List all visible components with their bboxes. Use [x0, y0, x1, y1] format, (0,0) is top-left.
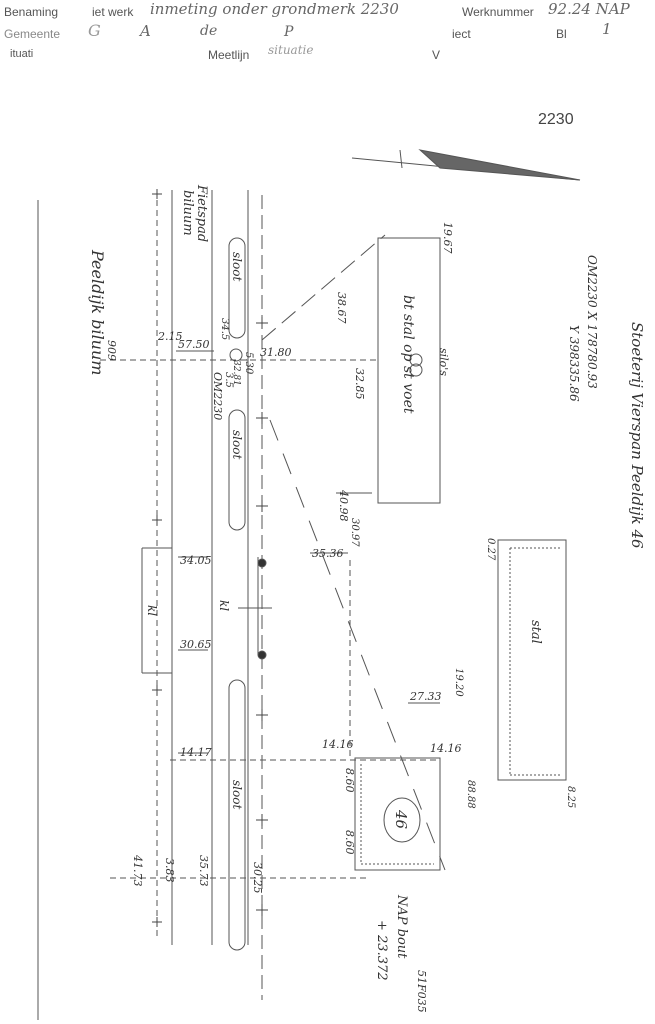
dim-88-88: 88.88: [465, 780, 476, 809]
dim-34-05: 34.05: [180, 554, 212, 567]
value-werknummer: 92.24 NAP: [548, 0, 630, 18]
dim-38-67: 38.67: [335, 292, 348, 324]
value-gemeente-3: de: [200, 23, 218, 39]
dim-0-27: 0.27: [485, 538, 496, 561]
dim-57-50: 57.50: [178, 338, 210, 351]
label-blad: Bl: [556, 27, 567, 41]
dim-19-20: 19.20: [453, 668, 464, 697]
km-label: kl: [145, 605, 159, 616]
sloot-label-1: sloot: [230, 252, 244, 281]
label-v: V: [432, 48, 441, 62]
sloot-label-3: sloot: [230, 780, 244, 809]
dim-19-67: 19.67: [441, 222, 454, 254]
label-werk: iet werk: [92, 5, 134, 19]
label-meetlijn: Meetlijn: [208, 48, 250, 62]
dim-14-16-a: 14.16: [322, 738, 354, 751]
value-gemeente-2: A: [140, 22, 151, 40]
dim-3-5: 3.5: [223, 372, 234, 388]
dim-3-83: 3.83: [163, 858, 176, 883]
sloot-label-2: sloot: [230, 430, 244, 459]
label-sectie: iect: [452, 27, 471, 41]
dim-5-30: 5.30: [243, 352, 254, 375]
dim-32-85: 32.85: [353, 368, 366, 400]
label-gemeente: Gemeente: [4, 27, 61, 41]
dim-32-81: 32.81: [231, 360, 241, 386]
address-line: Stoeterij Vierspan Peeldijk 46: [628, 322, 646, 549]
om-label: OM2230: [211, 372, 224, 420]
dim-2-15: 2.15: [157, 330, 183, 343]
value-blad: 1: [602, 20, 612, 38]
dim-8-60-a: 8.60: [343, 768, 356, 793]
dim-30-65: 30.65: [180, 638, 212, 651]
dim-14-17: 14.17: [180, 746, 212, 759]
building-label: bt stal op st voet: [400, 295, 416, 414]
dim-27-33: 27.33: [409, 690, 442, 703]
dim-14-16-b: 14.16: [430, 742, 462, 755]
house-number: 46: [392, 809, 410, 830]
road-label: Peeldijk biluum: [88, 249, 107, 375]
label-situatie: ituati: [10, 48, 34, 60]
dim-909: 909: [105, 340, 118, 361]
dim-34-5: 34.5: [219, 318, 230, 340]
value-werk: inmeting onder grondmerk 2230: [150, 0, 399, 18]
coordinates-y: Y 398335.86: [567, 325, 581, 402]
dim-41-73: 41.73: [131, 854, 144, 887]
dim-30-25: 30.25: [251, 862, 264, 894]
stal-label: stal: [528, 620, 543, 644]
dim-8-60-b: 8.60: [343, 830, 356, 855]
dim-8-25: 8.25: [565, 786, 576, 808]
silos-label: silo's: [437, 348, 450, 376]
value-meetlijn: situatie: [268, 43, 314, 57]
nap-value: + 23.372: [374, 920, 389, 981]
dim-35-73: 35.73: [197, 855, 210, 887]
nap-label: NAP bout: [394, 894, 409, 959]
dim-31-80: 31.80: [260, 346, 292, 359]
dim-35-36: 35.36: [312, 547, 344, 560]
nap-code: 51F035: [415, 970, 428, 1013]
sketch-number: 2230: [538, 111, 574, 128]
coordinates-x: OM2230 X 178780.93: [585, 255, 599, 389]
house-number-circle: [383, 797, 421, 843]
label-benaming: Benaming: [4, 5, 59, 19]
fietspad-label: Fietspad: [194, 184, 209, 242]
fietspad-label-2: biluum: [180, 190, 195, 236]
dim-30-97: 30.97: [349, 518, 360, 547]
dim-40-98: 40.98: [337, 489, 350, 522]
north-arrow-icon: [418, 149, 581, 181]
value-gemeente-1: G: [88, 21, 101, 40]
label-werknummer: Werknummer: [462, 5, 534, 19]
value-gemeente-4: P: [284, 24, 294, 40]
km-label-2: kl: [217, 600, 231, 611]
